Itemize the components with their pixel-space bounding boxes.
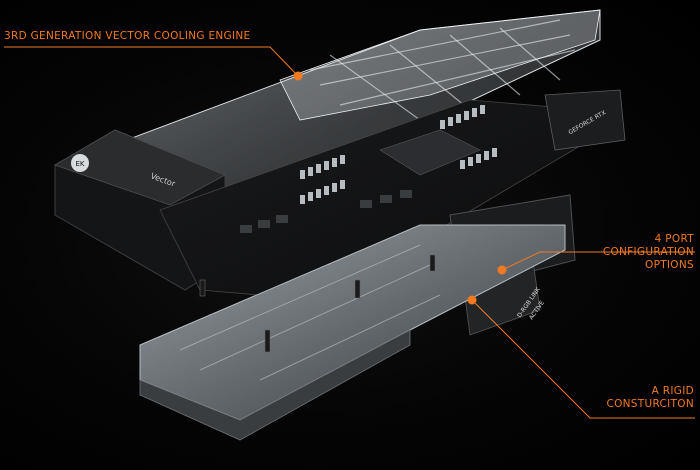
callout-port-configuration: 4 PORT CONFIGURATION OPTIONS bbox=[603, 233, 694, 272]
callout-text-line: CONFIGURATION bbox=[602, 246, 694, 258]
callout-text-line: 4 PORT bbox=[654, 233, 694, 245]
callout-text: 3RD GENERATION VECTOR COOLING ENGINE bbox=[4, 30, 251, 42]
svg-text:EK: EK bbox=[75, 160, 84, 168]
cold-plate-base bbox=[139, 224, 566, 441]
callout-text-line: CONSTURCITON bbox=[606, 398, 694, 410]
graphics-card-pcb: GEFORCE RTX bbox=[159, 89, 626, 301]
callout-text-line: A RIGID bbox=[651, 385, 694, 397]
ek-logo-icon bbox=[71, 154, 89, 172]
callout-markers bbox=[293, 71, 507, 305]
callout-text-line: OPTIONS bbox=[645, 259, 694, 271]
callout-rigid-construction: A RIGID CONSTURCITON bbox=[606, 385, 694, 411]
callout-leader-lines bbox=[4, 46, 695, 419]
callout-cooling-engine: 3RD GENERATION VECTOR COOLING ENGINE bbox=[4, 30, 250, 43]
